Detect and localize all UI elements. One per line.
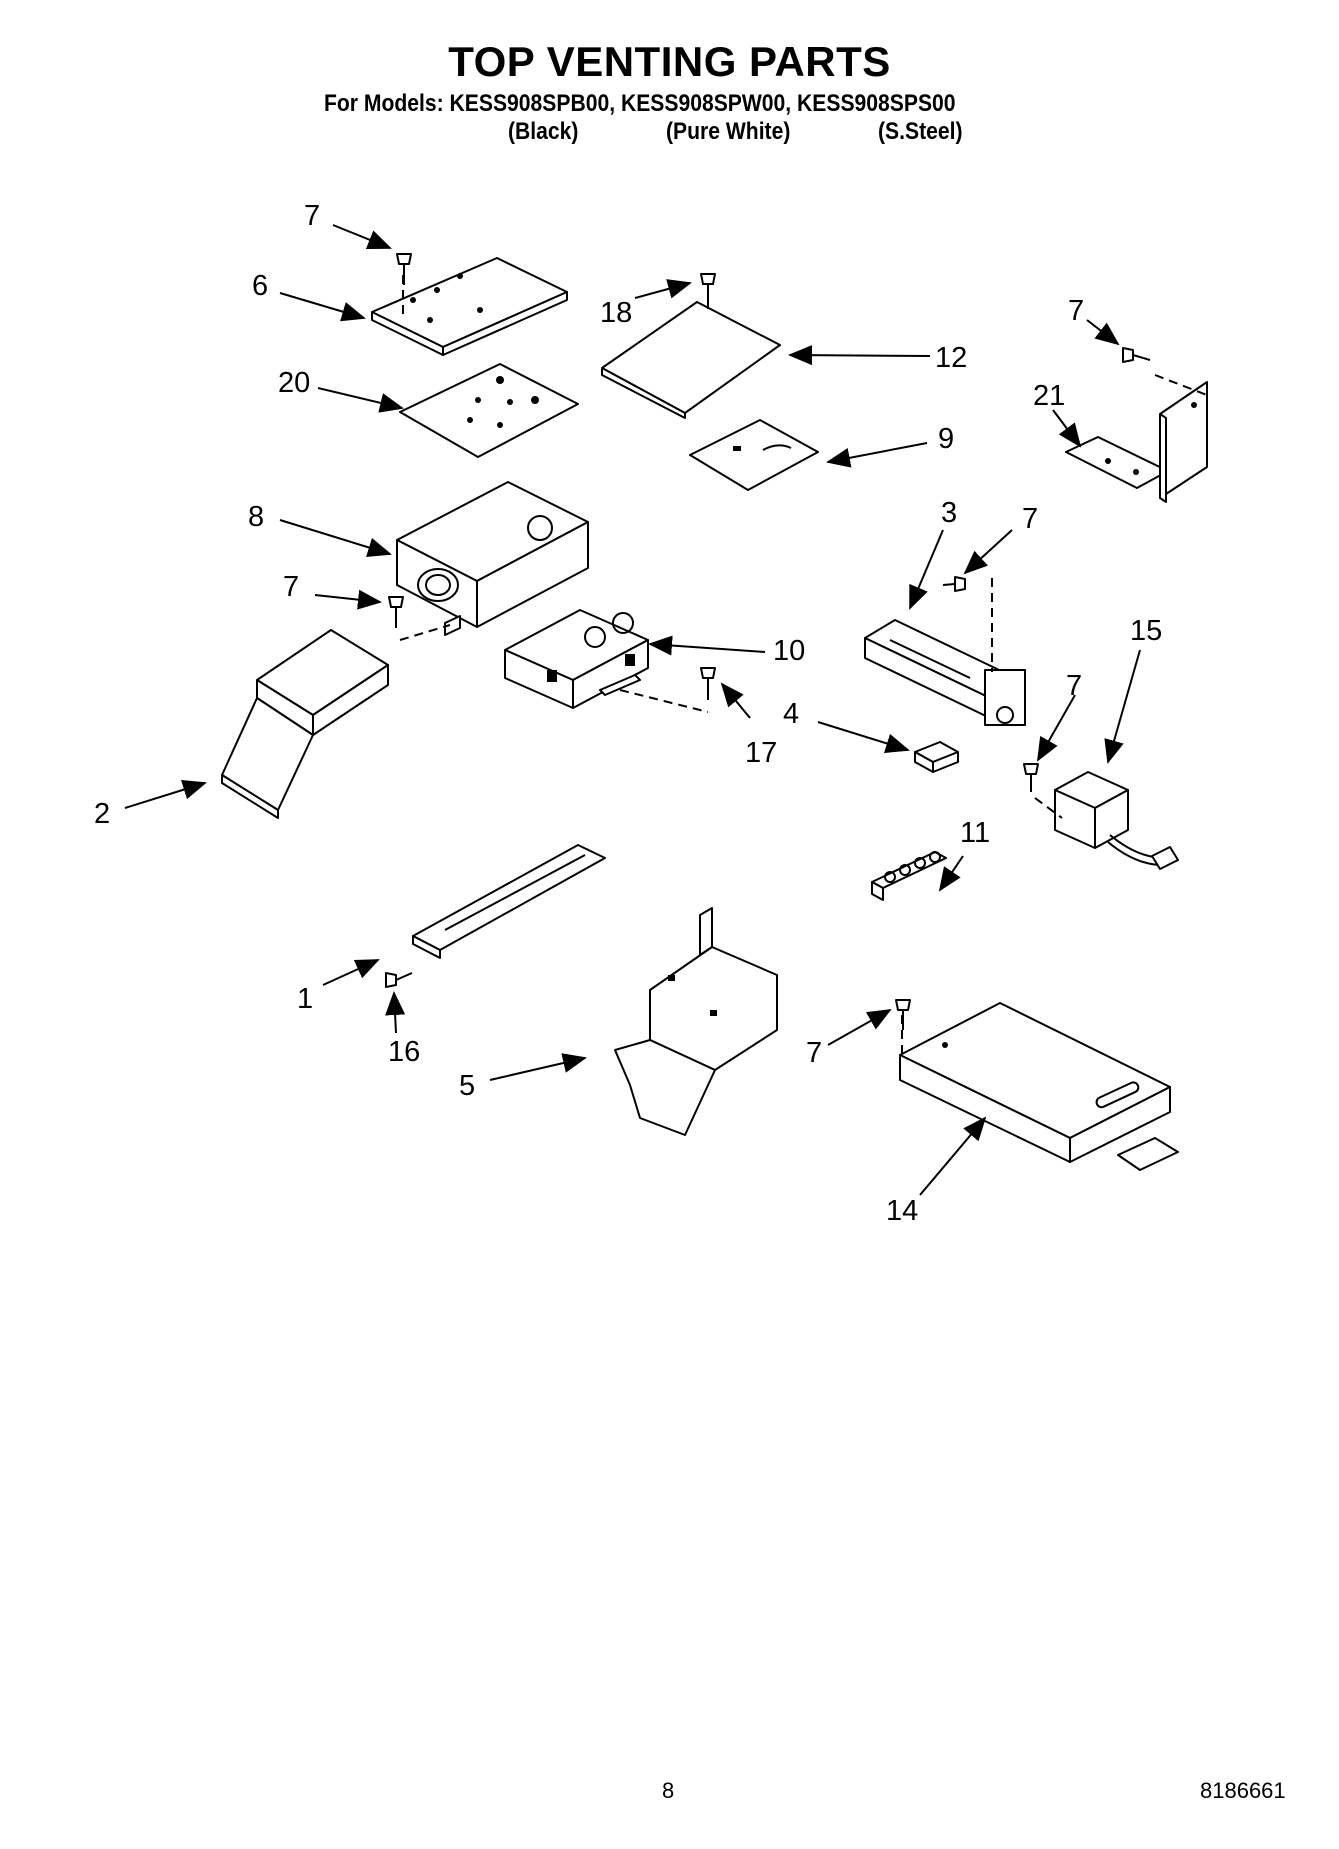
part-3-switch-assembly <box>864 578 1026 726</box>
callout-11: 11 <box>960 817 990 849</box>
part-1-rail <box>412 844 606 959</box>
screw-7-transformer <box>1023 763 1039 792</box>
callout-8: 8 <box>248 501 264 533</box>
callout-7-transformer: 7 <box>1066 670 1082 702</box>
callout-15: 15 <box>1130 615 1162 647</box>
models-line: For Models: KESS908SPB00, KESS908SPW00, … <box>324 90 956 117</box>
variant-pure-white: (Pure White) <box>666 118 791 145</box>
callout-17: 17 <box>745 737 777 769</box>
part-5-chute <box>614 907 778 1136</box>
callout-1: 1 <box>297 983 313 1015</box>
callout-7-switch: 7 <box>1022 503 1038 535</box>
callout-9: 9 <box>938 423 954 455</box>
page-number: 8 <box>662 1778 675 1803</box>
callout-7-tray: 7 <box>806 1037 822 1069</box>
part-20-gasket <box>399 363 579 458</box>
page-title: TOP VENTING PARTS <box>448 38 891 85</box>
part-21-bracket <box>1065 374 1208 503</box>
screw-7-housing <box>388 596 404 628</box>
screw-7-tray <box>895 999 911 1030</box>
document-number: 8186661 <box>1200 1778 1286 1803</box>
part-2-duct <box>221 629 389 819</box>
leader-lines <box>124 224 1141 1196</box>
callout-7-housing: 7 <box>283 571 299 603</box>
variant-stainless-steel: (S.Steel) <box>878 118 963 145</box>
part-10-terminal-block <box>504 609 709 713</box>
callout-16: 16 <box>388 1036 420 1068</box>
callout-21: 21 <box>1033 380 1065 412</box>
callout-10: 10 <box>773 635 805 667</box>
callout-6: 6 <box>252 270 268 302</box>
callout-3: 3 <box>941 497 957 529</box>
screw-17 <box>700 667 716 700</box>
part-12-cover <box>601 301 781 419</box>
part-15-transformer <box>1034 771 1179 870</box>
callout-18: 18 <box>600 297 632 329</box>
screw-7-right <box>1122 347 1151 363</box>
callout-20: 20 <box>278 367 310 399</box>
callout-4: 4 <box>783 698 799 730</box>
part-4-block <box>914 741 959 773</box>
screw-18 <box>700 273 716 312</box>
variant-black: (Black) <box>508 118 579 145</box>
part-9-shield <box>689 419 819 491</box>
part-11-terminal-strip <box>871 851 947 901</box>
screw-7-top <box>396 253 412 285</box>
part-8-housing <box>396 481 589 641</box>
callout-7-top: 7 <box>304 200 320 232</box>
callout-12: 12 <box>935 342 967 374</box>
part-6-bracket <box>371 257 568 356</box>
callout-7-right: 7 <box>1068 295 1084 327</box>
callout-2: 2 <box>94 798 110 830</box>
callout-14: 14 <box>886 1195 918 1227</box>
screw-7-switch <box>942 576 966 592</box>
callout-5: 5 <box>459 1070 475 1102</box>
part-14-tray <box>899 1002 1179 1171</box>
screw-16 <box>385 972 413 988</box>
